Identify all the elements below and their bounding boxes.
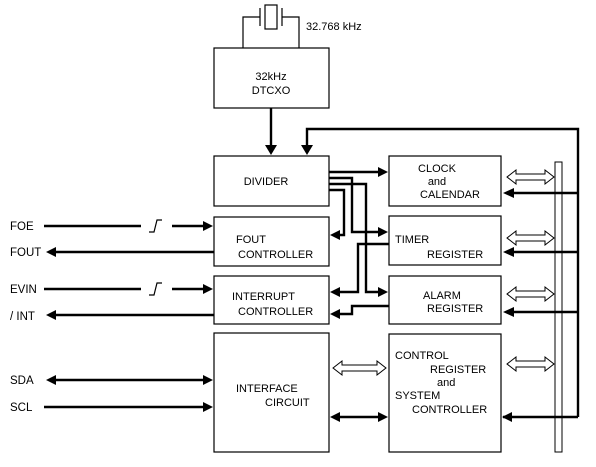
fout-controller-label-1: FOUT (236, 234, 266, 246)
interface-to-control-arrow (330, 412, 388, 422)
clock-calendar-label-1: CLOCK (418, 163, 457, 175)
int-signal (46, 310, 214, 320)
crystal-symbol (242, 4, 300, 48)
timer-register-block: TIMER REGISTER (388, 215, 502, 266)
interface-circuit-label-1: INTERFACE (236, 383, 298, 395)
fout-controller-label-2: CONTROLLER (238, 249, 313, 261)
fout-signal (46, 247, 214, 257)
bus-arrow-interface (332, 359, 387, 377)
pin-label-evin: EVIN (10, 284, 37, 296)
divider-to-clock-arrow (329, 167, 388, 177)
clock-calendar-label-2: and (428, 176, 446, 188)
pin-label-fout: FOUT (10, 247, 41, 259)
dtcxo-label-2: DTCXO (252, 85, 291, 97)
bus-feedback-control (502, 412, 578, 422)
evin-signal (44, 275, 213, 303)
bus-feedback-alarm (503, 307, 578, 317)
interface-circuit-label-2: CIRCUIT (265, 397, 310, 409)
control-register-label-5: CONTROLLER (412, 404, 487, 416)
scl-signal (44, 402, 213, 412)
sda-signal (46, 375, 213, 385)
control-register-label-1: CONTROL (395, 350, 449, 362)
interrupt-controller-label-2: CONTROLLER (238, 306, 313, 318)
divider-to-timer-arrow (329, 176, 388, 237)
crystal-frequency-label: 32.768 kHz (306, 21, 362, 33)
timer-register-label-2: REGISTER (427, 249, 483, 261)
divider-to-fout-arrow (329, 188, 346, 240)
alarm-register-block: ALARM REGISTER (388, 275, 502, 325)
internal-bus (554, 161, 563, 453)
bus-arrow-control (506, 355, 555, 373)
dtcxo-to-divider-arrow (265, 108, 277, 155)
bus-feedback-timer (503, 247, 578, 257)
control-register-label-2: REGISTER (430, 364, 486, 376)
pin-label-scl: SCL (10, 402, 33, 414)
bus-arrow-clock (506, 168, 555, 186)
fout-controller-block: FOUT CONTROLLER (213, 216, 330, 267)
timer-register-label-1: TIMER (395, 234, 429, 246)
dtcxo-block: 32kHz DTCXO (213, 47, 330, 109)
alarm-register-label-1: ALARM (423, 290, 461, 302)
control-register-label-4: SYSTEM (395, 390, 440, 402)
dtcxo-label-1: 32kHz (255, 71, 286, 83)
pin-label-sda: SDA (10, 375, 34, 387)
interface-circuit-block: INTERFACE CIRCUIT (213, 332, 330, 453)
bus-arrow-alarm (506, 285, 555, 303)
pin-label-int: / INT (10, 311, 35, 323)
bus-arrow-timer (506, 229, 555, 247)
divider-block: DIVIDER (213, 155, 330, 207)
foe-signal (44, 212, 213, 240)
interrupt-controller-block: INTERRUPT CONTROLLER (213, 275, 330, 325)
alarm-register-label-2: REGISTER (427, 303, 483, 315)
control-register-label-3: and (437, 377, 455, 389)
interrupt-controller-label-1: INTERRUPT (232, 291, 295, 303)
bus-feedback-clock (503, 188, 578, 198)
control-register-block: CONTROL REGISTER and SYSTEM CONTROLLER (388, 333, 502, 453)
pin-label-foe: FOE (10, 221, 34, 233)
clock-calendar-label-3: CALENDAR (420, 189, 480, 201)
feedback-line (301, 127, 580, 417)
clock-calendar-block: CLOCK and CALENDAR (388, 155, 502, 207)
alarm-to-interrupt-arrow (330, 304, 389, 319)
divider-label: DIVIDER (244, 176, 289, 188)
timer-to-interrupt-arrow (330, 242, 389, 297)
divider-to-alarm-arrow (329, 182, 388, 297)
